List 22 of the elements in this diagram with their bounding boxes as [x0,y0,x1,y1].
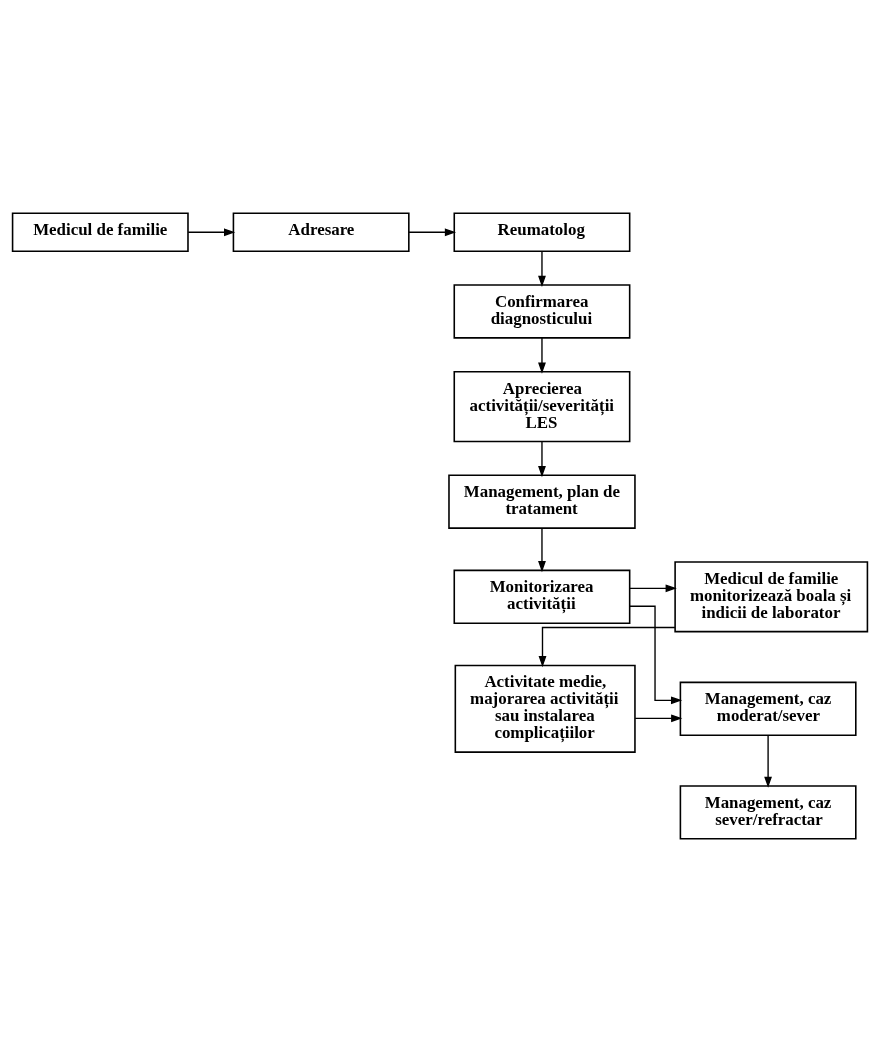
node-box: Confirmarea diagnosticului [453,284,631,339]
arrow [538,527,546,573]
arrow [634,714,683,723]
node-box: Management, caz sever/refractar [679,785,857,840]
node-box: Medicul de familie monitorizează boala și indicii de laborator [674,561,869,633]
node-box: Management, plan de tratament [448,474,636,529]
node-box: Monitorizarea activității [453,569,631,624]
arrow [538,250,546,288]
arrow [408,228,457,237]
arrow [187,228,236,237]
node-box: Aprecierea activității/severității LES [453,370,631,443]
arrow [629,584,677,593]
arrow [538,440,546,478]
arrow [764,734,772,788]
node-box: Reumatolog [453,212,631,253]
node-box: Medicul de familie [11,212,189,253]
arrow [629,605,683,705]
arrow [538,626,676,668]
node-box: Adresare [232,212,410,253]
node-box: Activitate medie, majorarea activității sau instalarea complicațiilor [454,664,636,753]
arrow [538,337,546,374]
node-box: Management, caz moderat/sever [679,681,857,736]
